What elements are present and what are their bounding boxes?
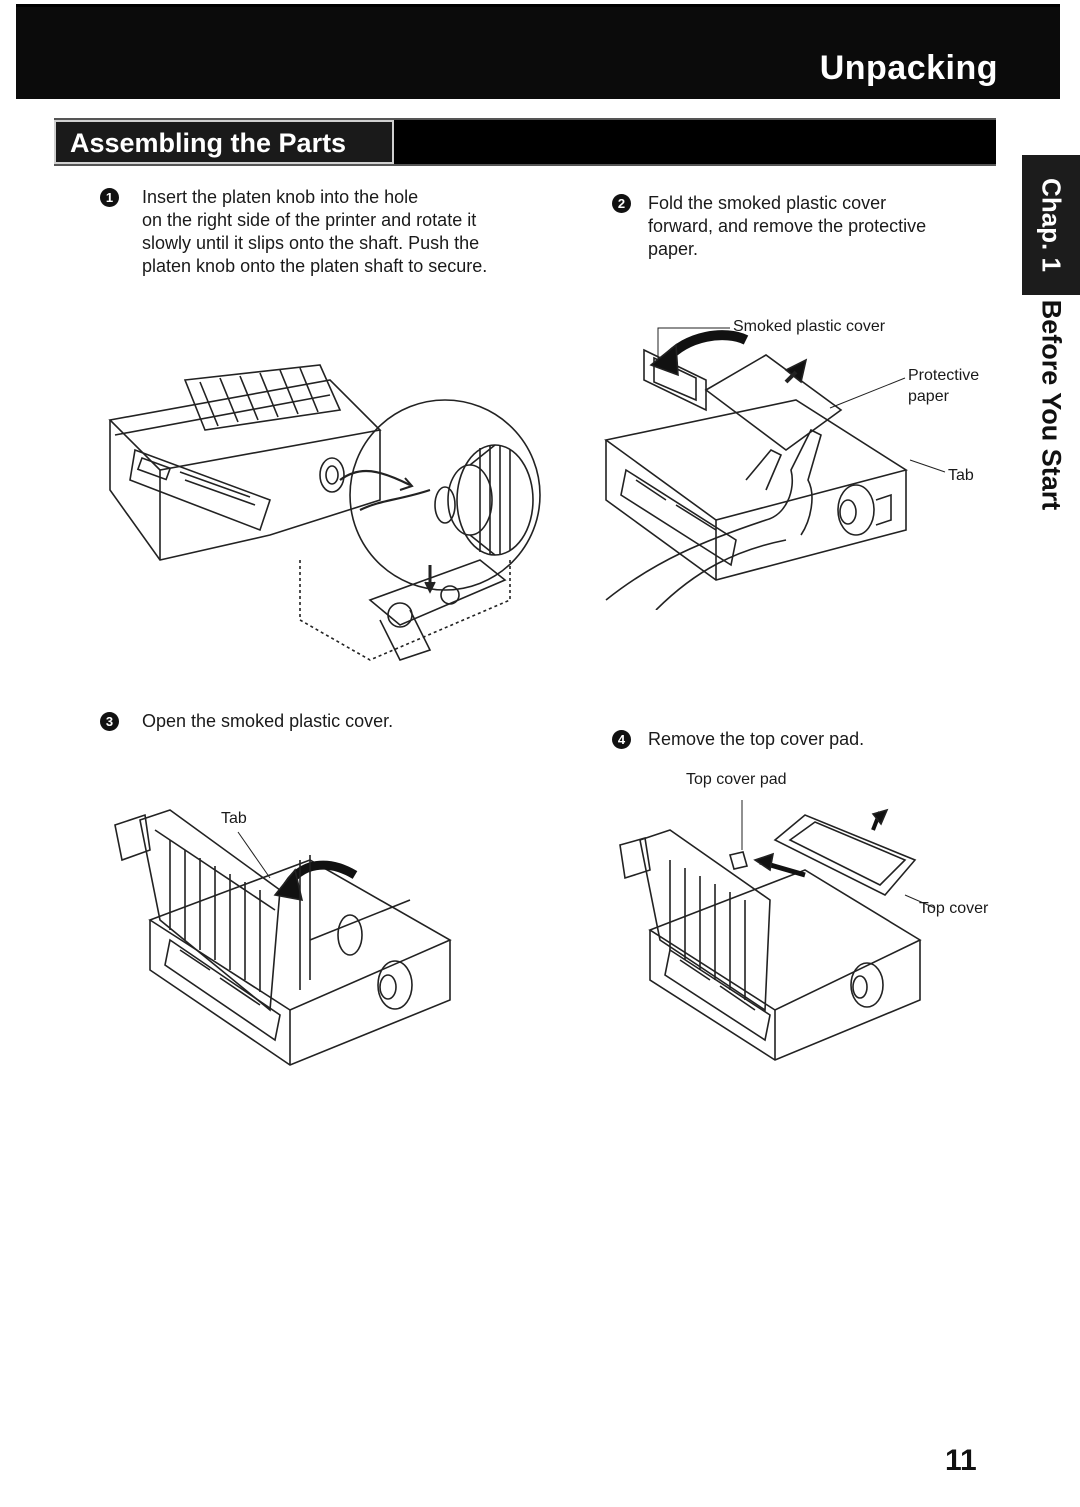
step-1-line: Insert the platen knob into the hole xyxy=(142,187,419,207)
step-4-line: Remove the top cover pad. xyxy=(648,729,865,749)
plastic-cover-illustration xyxy=(604,330,908,610)
figure-label: paper xyxy=(908,388,949,405)
figure-label: Top cover pad xyxy=(686,771,787,788)
step-2: 2 Fold the smoked plastic cover forward,… xyxy=(612,192,972,272)
page-number: 11 xyxy=(945,1444,977,1477)
step-1-line: platen knob onto the platen shaft to sec… xyxy=(142,256,488,276)
leader-lines-fig2 xyxy=(657,327,946,473)
step-2-line: Fold the smoked plastic cover xyxy=(648,193,887,213)
step-1-line: slowly until it slips onto the shaft. Pu… xyxy=(142,233,480,253)
section-title: Assembling the Parts xyxy=(70,128,347,158)
figure-label: Top cover xyxy=(919,900,989,917)
section-bar: Assembling the Parts xyxy=(54,118,996,166)
step-number-4: 4 xyxy=(612,730,631,749)
step-3: 3 Open the smoked plastic cover. xyxy=(100,710,500,740)
section-title-box: Assembling the Parts xyxy=(54,120,394,164)
step-number-2: 2 xyxy=(612,194,631,213)
step-number-1: 1 xyxy=(100,188,119,207)
step-4: 4 Remove the top cover pad. xyxy=(612,728,972,758)
figure-label: Tab xyxy=(221,810,247,827)
chapter-caption: Before You Start xyxy=(1022,299,1080,511)
chapter-tab-label: Chap. 1 xyxy=(1036,178,1067,272)
open-cover-illustration xyxy=(114,809,452,1066)
platen-knob-illustration xyxy=(108,364,541,661)
figure-label: Protective xyxy=(908,367,980,384)
header-bar: Unpacking xyxy=(16,4,1060,99)
chapter-caption-label: Before You Start xyxy=(1036,299,1067,511)
page-title: Unpacking xyxy=(819,49,998,87)
figure-label: Tab xyxy=(948,467,974,484)
step-1-line: on the right side of the printer and rot… xyxy=(142,210,477,230)
step-2-line: paper. xyxy=(648,239,699,259)
step-number-3: 3 xyxy=(100,712,119,731)
step-3-line: Open the smoked plastic cover. xyxy=(142,711,394,731)
step-2-line: forward, and remove the protective xyxy=(648,216,927,236)
top-cover-pad-illustration xyxy=(619,800,935,1061)
chapter-tab: Chap. 1 xyxy=(1022,155,1080,295)
step-1: 1 Insert the platen knob into the hole o… xyxy=(100,186,530,286)
figure-label: Smoked plastic cover xyxy=(733,318,886,335)
